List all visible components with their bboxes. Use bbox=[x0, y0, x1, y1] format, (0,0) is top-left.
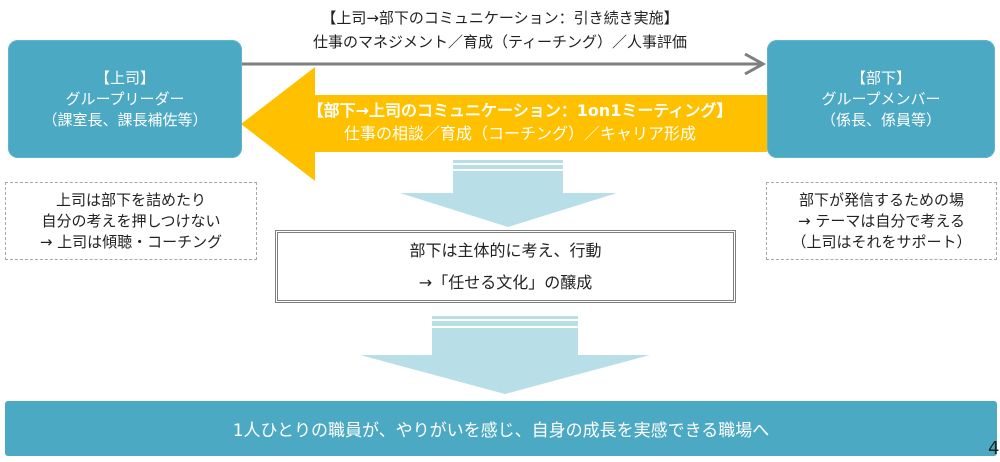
top-flow-title: 【上司→部下のコミュニケーション：引き続き実施】 bbox=[321, 9, 679, 27]
supervisor-examples: （課室長、課長補佐等） bbox=[42, 110, 208, 129]
left-note-line: → 上司は傾聴・コーチング bbox=[39, 232, 223, 251]
down-arrow-2 bbox=[360, 316, 650, 394]
subordinate-role: グループメンバー bbox=[821, 89, 941, 108]
bottom-flow-arrow bbox=[241, 67, 767, 181]
bottom-flow-title: 【部下→上司のコミュニケーション：1on1ミーティング】 bbox=[307, 101, 733, 120]
subordinate-examples: （係長、係員等） bbox=[820, 110, 941, 129]
right-note-line: 部下が発信するための場 bbox=[798, 190, 964, 209]
right-note-line: （上司はそれをサポート） bbox=[791, 232, 972, 251]
right-note-line: → テーマは自分で考える bbox=[798, 211, 965, 230]
top-flow-detail: 仕事のマネジメント／育成（ティーチング）／人事評価 bbox=[312, 33, 688, 51]
supervisor-role: グループリーダー bbox=[65, 89, 185, 108]
left-note-line: 上司は部下を詰めたり bbox=[55, 190, 206, 209]
page-number: 4 bbox=[988, 438, 1000, 459]
left-note-line: 自分の考えを押しつけない bbox=[41, 211, 221, 230]
left-note: 上司は部下を詰めたり 自分の考えを押しつけない → 上司は傾聴・コーチング bbox=[5, 182, 257, 260]
right-note: 部下が発信するための場 → テーマは自分で考える （上司はそれをサポート） bbox=[766, 182, 997, 260]
center-box: 部下は主体的に考え、行動 →「任せる文化」の醸成 bbox=[275, 230, 736, 303]
subordinate-box: 【部下】 グループメンバー （係長、係員等） bbox=[767, 40, 995, 158]
supervisor-title: 【上司】 bbox=[94, 68, 155, 87]
top-flow-arrow bbox=[242, 52, 767, 76]
center-line: →「任せる文化」の醸成 bbox=[418, 272, 593, 292]
center-line: 部下は主体的に考え、行動 bbox=[409, 240, 602, 260]
subordinate-title: 【部下】 bbox=[850, 68, 911, 87]
goal-bar: 1人ひとりの職員が、やりがいを感じ、自身の成長を実感できる職場へ bbox=[5, 401, 997, 456]
supervisor-box: 【上司】 グループリーダー （課室長、課長補佐等） bbox=[8, 40, 242, 158]
bottom-flow-detail: 仕事の相談／育成（コーチング）／キャリア形成 bbox=[343, 124, 696, 143]
down-arrow-1 bbox=[400, 160, 617, 227]
goal-text: 1人ひとりの職員が、やりがいを感じ、自身の成長を実感できる職場へ bbox=[232, 421, 770, 441]
